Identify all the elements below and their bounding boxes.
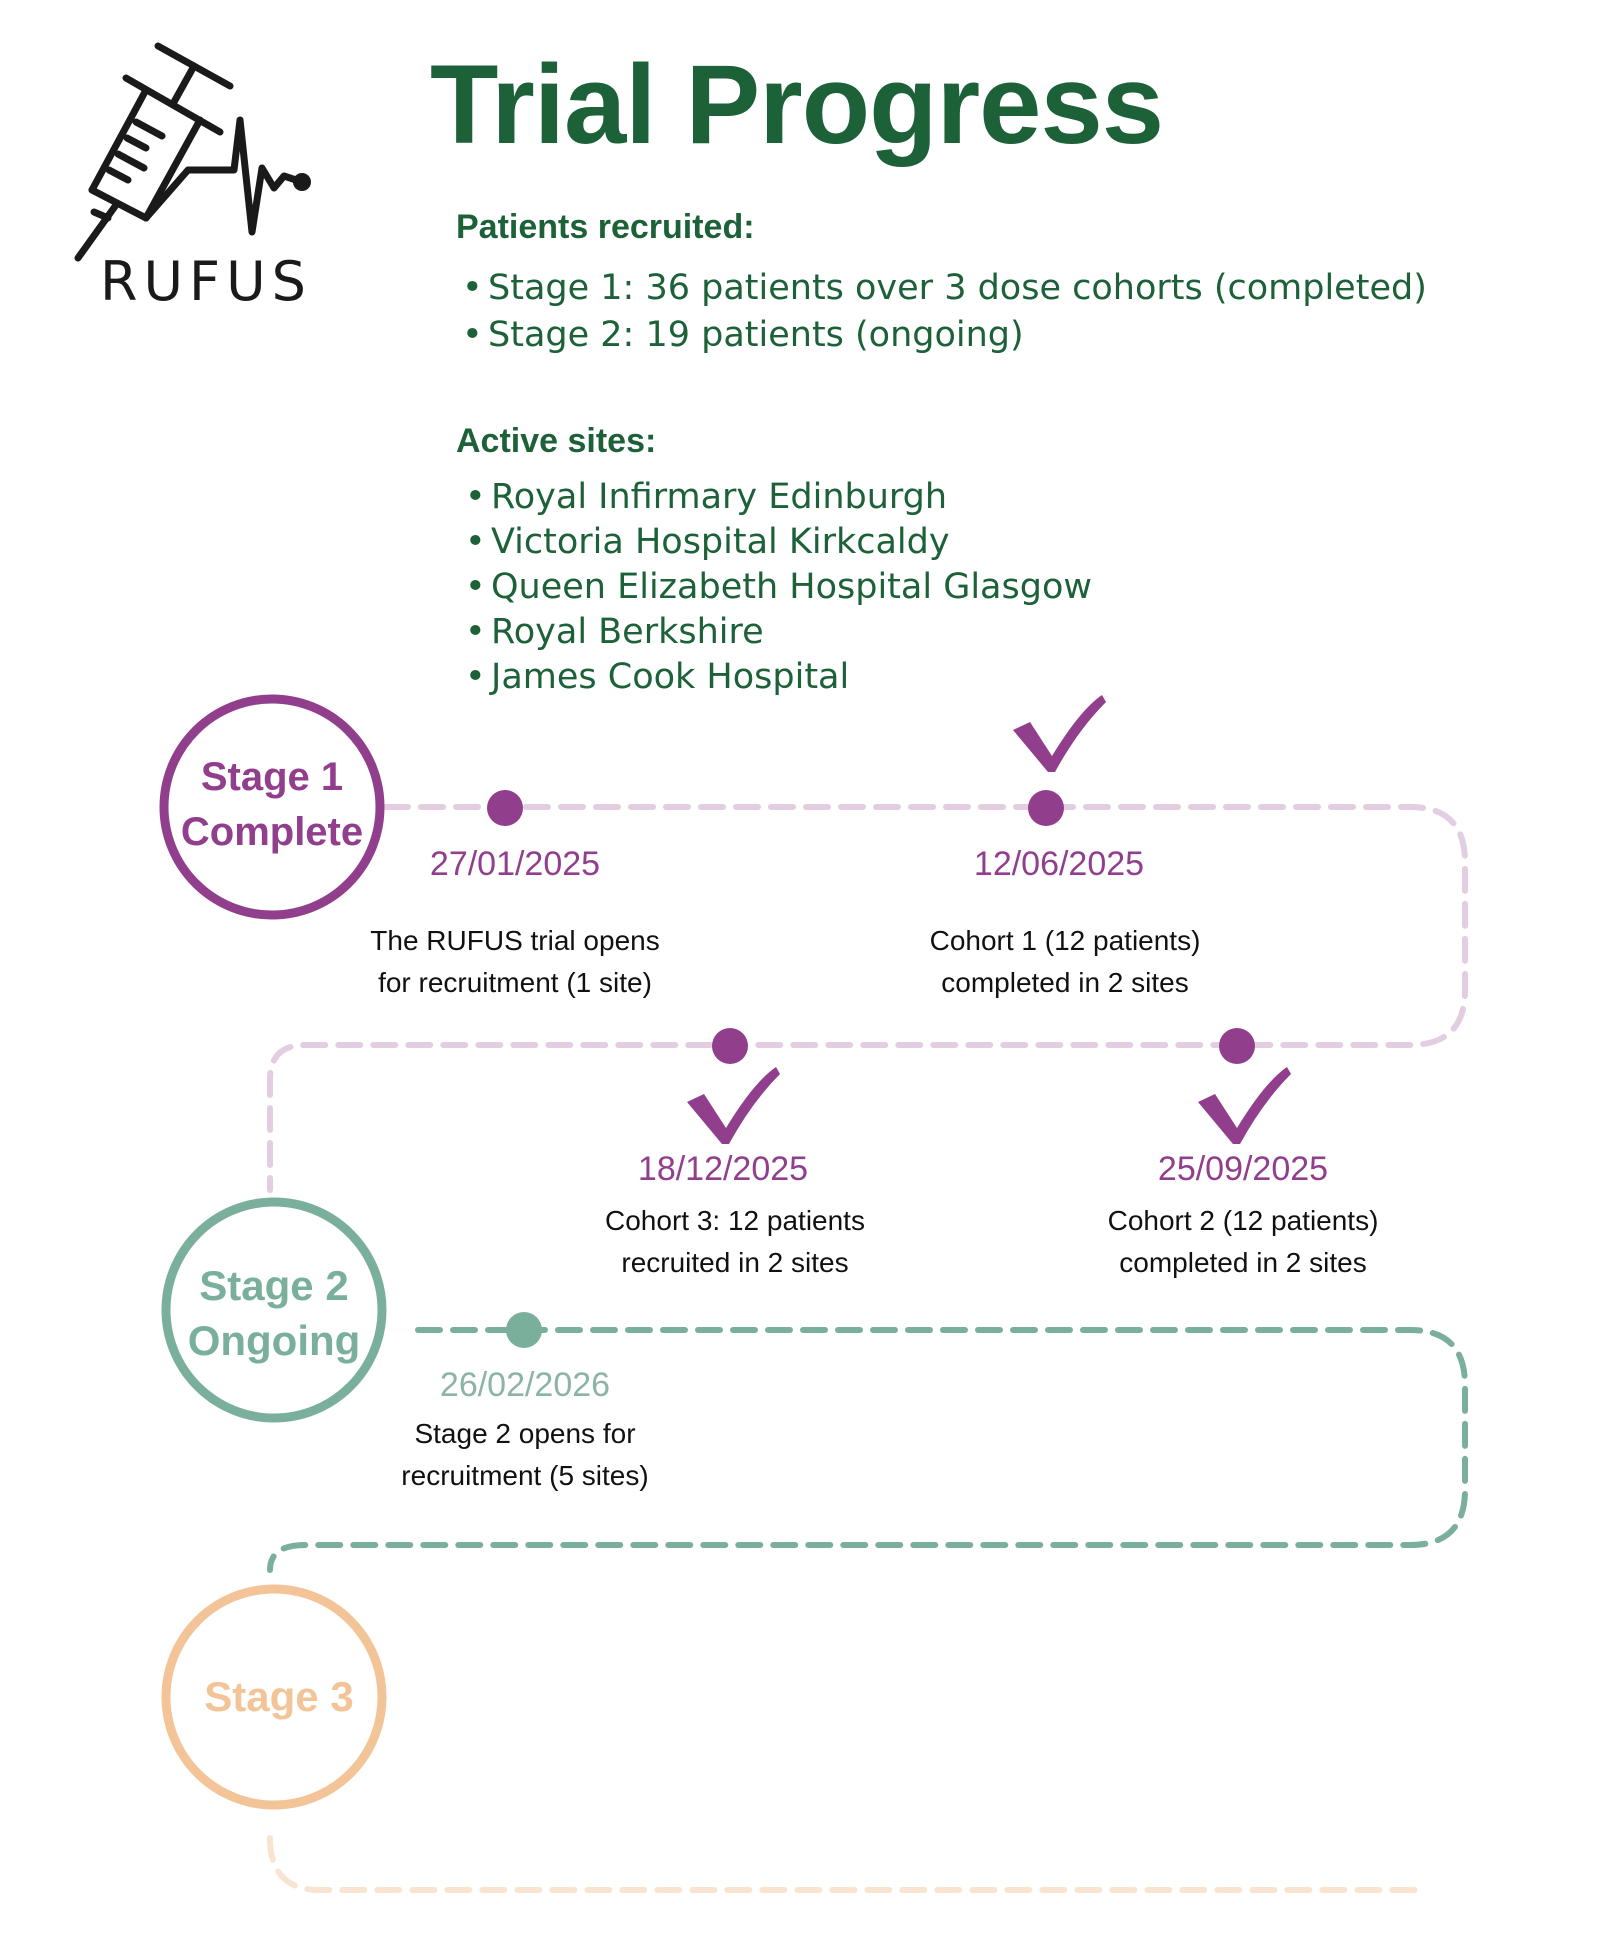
list-item-text: Stage 1: 36 patients over 3 dose cohorts… — [488, 268, 1427, 308]
milestone-dot — [1219, 1028, 1255, 1064]
milestone-line: recruited in 2 sites — [621, 1247, 849, 1278]
list-item-text: James Cook Hospital — [491, 657, 850, 697]
list-item-text: Victoria Hospital Kirkcaldy — [491, 522, 950, 562]
milestone-date: 18/12/2025 — [637, 1150, 809, 1188]
rufus-logo — [74, 42, 311, 262]
stage3-title: Stage 3 — [204, 1673, 354, 1720]
syringe-needle — [74, 201, 120, 262]
syringe-plunger-rod — [170, 62, 198, 106]
checkmark-icon — [1198, 1067, 1291, 1144]
milestone-date: 26/02/2026 — [439, 1366, 611, 1404]
syringe-barrel-right — [142, 116, 204, 222]
milestone-line: completed in 2 sites — [1119, 1247, 1367, 1278]
stage2-title: Stage 2 — [199, 1262, 349, 1309]
milestone-line: The RUFUS trial opens — [370, 925, 660, 956]
sites-list: •Royal Infirmary Edinburgh •Victoria Hos… — [465, 475, 1092, 700]
stage1-circle — [159, 694, 385, 920]
syringe-barrel-left — [88, 86, 150, 194]
milestone-dot — [506, 1312, 542, 1348]
checkmark-icon — [1013, 695, 1106, 772]
syringe-flange — [122, 74, 224, 136]
milestone-date: 12/06/2025 — [973, 845, 1145, 883]
bullet-icon: • — [465, 522, 486, 562]
bullet-icon: • — [465, 567, 486, 607]
list-item-text: Royal Berkshire — [491, 612, 764, 652]
logo-text: RUFUS — [100, 250, 312, 313]
milestone-line: Cohort 2 (12 patients) — [1107, 1205, 1379, 1236]
stage2-path — [267, 1327, 1468, 1573]
list-item: •Royal Infirmary Edinburgh — [465, 475, 1092, 520]
milestone-line: for recruitment (1 site) — [378, 967, 652, 998]
milestone-description: The RUFUS trial opens for recruitment (1… — [330, 920, 700, 1004]
list-item: •Stage 1: 36 patients over 3 dose cohort… — [462, 265, 1427, 312]
heartbeat-dot — [293, 173, 311, 191]
stage2-label: Stage 2 Ongoing — [174, 1258, 374, 1368]
stage2-status: Ongoing — [187, 1317, 361, 1364]
stage1-path — [267, 804, 1468, 1193]
checkmark-icon — [687, 1067, 780, 1144]
stage3-circle — [161, 1584, 387, 1810]
milestone-description: Cohort 2 (12 patients) completed in 2 si… — [1058, 1200, 1428, 1284]
recruitment-heading: Patients recruited: — [456, 208, 755, 246]
list-item-text: Stage 2: 19 patients (ongoing) — [488, 315, 1024, 355]
milestone-description: Cohort 1 (12 patients) completed in 2 si… — [880, 920, 1250, 1004]
milestone-date: 27/01/2025 — [429, 845, 601, 883]
bullet-icon: • — [462, 268, 483, 308]
bullet-icon: • — [465, 477, 486, 517]
list-item: •Royal Berkshire — [465, 610, 1092, 655]
list-item-text: Queen Elizabeth Hospital Glasgow — [491, 567, 1092, 607]
list-item-text: Royal Infirmary Edinburgh — [491, 477, 948, 517]
stage1-label: Stage 1 Complete — [172, 750, 372, 860]
milestone-description: Stage 2 opens for recruitment (5 sites) — [340, 1413, 710, 1497]
milestone-line: recruitment (5 sites) — [401, 1460, 649, 1491]
stage1-title: Stage 1 — [200, 755, 344, 799]
milestone-line: Stage 2 opens for — [414, 1418, 636, 1449]
milestone-dot — [1028, 790, 1064, 826]
milestone-dot — [487, 790, 523, 826]
stage2-circle — [161, 1197, 387, 1423]
bullet-icon: • — [465, 657, 486, 697]
milestone-date: 25/09/2025 — [1157, 1150, 1329, 1188]
list-item: •James Cook Hospital — [465, 655, 1092, 700]
stage3-path — [267, 1835, 1423, 1893]
heartbeat-line — [142, 116, 300, 236]
milestone-line: Cohort 1 (12 patients) — [929, 925, 1201, 956]
milestone-line: Cohort 3: 12 patients — [605, 1205, 865, 1236]
sites-heading: Active sites: — [456, 422, 657, 460]
list-item: •Queen Elizabeth Hospital Glasgow — [465, 565, 1092, 610]
milestone-line: completed in 2 sites — [941, 967, 1189, 998]
bullet-icon: • — [462, 315, 483, 355]
milestone-dot — [712, 1028, 748, 1064]
milestone-description: Cohort 3: 12 patients recruited in 2 sit… — [550, 1200, 920, 1284]
stage3-label: Stage 3 — [174, 1669, 384, 1724]
stage1-status: Complete — [180, 810, 364, 854]
list-item: •Victoria Hospital Kirkcaldy — [465, 520, 1092, 565]
recruitment-list: •Stage 1: 36 patients over 3 dose cohort… — [462, 265, 1427, 359]
list-item: •Stage 2: 19 patients (ongoing) — [462, 312, 1427, 359]
bullet-icon: • — [465, 612, 486, 652]
page-title: Trial Progress — [430, 42, 1164, 167]
